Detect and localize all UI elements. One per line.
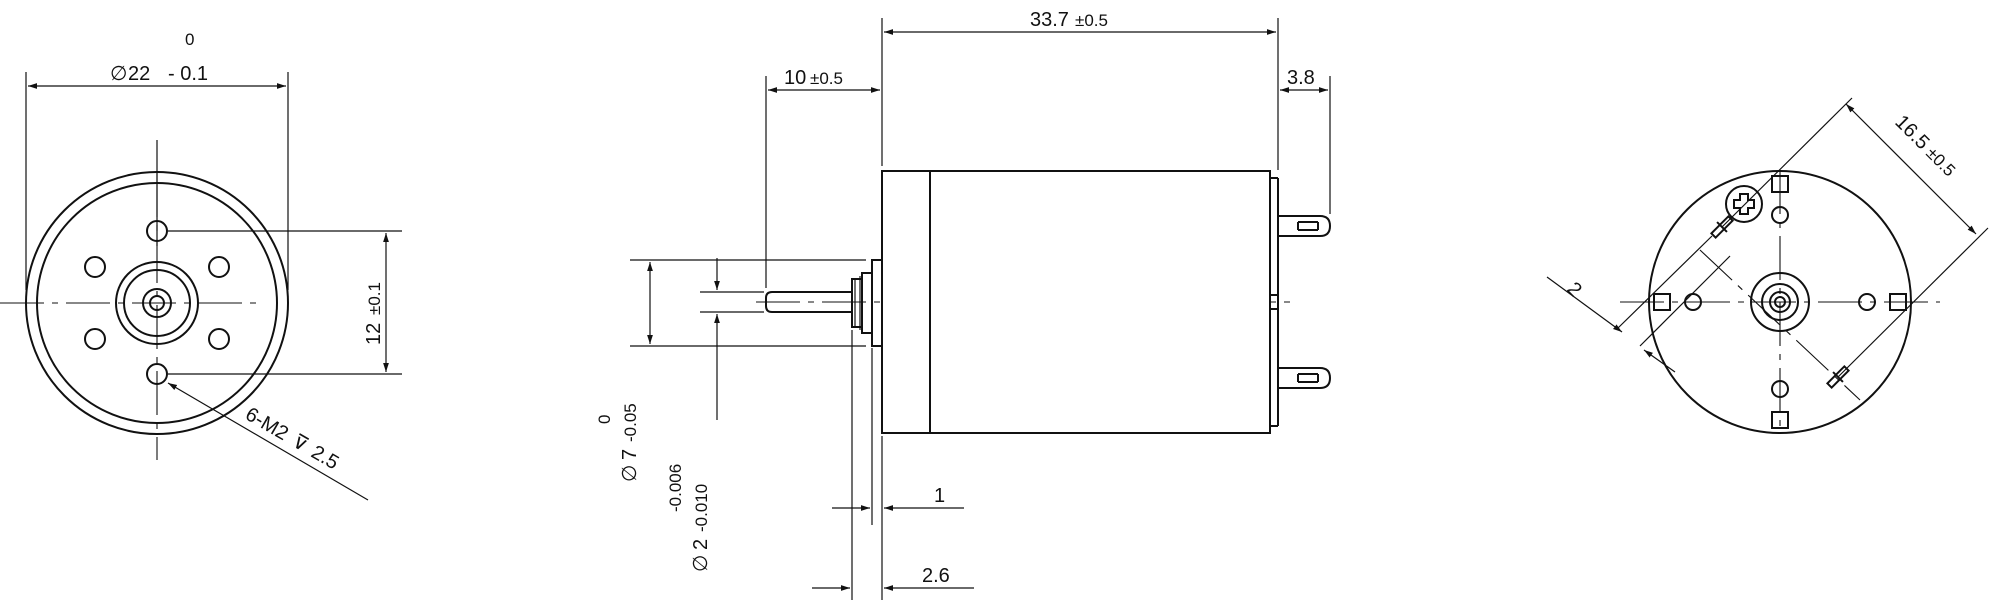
front-diameter-symbol: ∅ [110,63,127,85]
front-view: ∅ 22 0 - 0.1 12 ±0.1 6-M2 ⊽ 2.5 [0,30,402,501]
rear-tab-top [1771,175,1789,193]
boss-tol-lower: -0.05 [621,403,640,442]
side-view: 33.7 ±0.5 10 ±0.5 3.8 ∅ 7 -0.05 0 ∅ 2 -0… [595,9,1332,600]
rear-hole-left [1684,293,1702,311]
rear-tab-left [1653,293,1671,311]
terminal-width-value: 2 [1562,278,1585,301]
thread-callout-leader [167,382,369,501]
terminal-length-value: 3.8 [1287,67,1315,89]
terminal-bottom [1278,367,1332,389]
hole-spacing-tol: ±0.1 [365,282,384,315]
boss-tol-upper: 0 [595,415,614,424]
front-diameter-value: 22 [128,63,150,85]
shaft-length-tol: ±0.5 [810,69,843,88]
mounting-hole-lower-left [84,328,106,350]
front-diameter-tol-upper: 0 [185,30,194,49]
rear-body-circle [1648,170,1912,434]
terminal-top [1278,215,1332,237]
flange-thickness-value: 1 [934,485,945,507]
shaft-length-value: 10 [784,67,806,89]
body-length-value: 33.7 [1030,9,1069,31]
shaft-diameter-value: 2 [690,539,712,550]
mounting-hole-upper-left [84,256,106,278]
terminal-width-dimension-line [1546,276,1623,333]
terminal-spacing-dimension-line [1845,103,1977,235]
front-boss-circle [115,261,199,345]
rear-tab-right [1889,293,1907,311]
rear-hole-bottom [1771,380,1789,398]
mounting-hole-lower-right [208,328,230,350]
boss-diameter-symbol: ∅ [619,465,641,482]
screw-head-icon [1725,185,1763,223]
terminal-spacing-tol: ±0.5 [1922,144,1959,181]
boss-diameter-value: 7 [619,449,641,460]
motor-body [881,170,1271,434]
rear-bearing-boss [1750,272,1810,332]
shaft [765,291,852,313]
thread-callout-prefix: 6-M2 [242,403,292,445]
shaft-tol-lower: -0.010 [692,484,711,532]
front-diameter-tol-lower: - 0.1 [168,63,208,85]
front-shaft-circle [142,288,172,318]
rear-hole-right [1858,293,1876,311]
rear-view: 16.5 ±0.5 2 [1546,97,1989,434]
shaft-tol-upper: -0.006 [666,464,685,512]
rear-hole-top [1771,206,1789,224]
boss [861,272,873,334]
terminal-spacing-value: 16.5 [1890,111,1933,154]
boss-length-value: 2.6 [922,565,950,587]
rear-shaft-end [1769,291,1791,313]
thread-depth-symbol: ⊽ [288,430,312,456]
rear-tab-bottom [1771,411,1789,429]
shaft-diameter-symbol: ∅ [690,555,712,572]
front-boss-inner-circle [123,269,191,337]
rear-bearing-inner [1761,283,1799,321]
front-shaft-core-circle [149,295,165,311]
body-length-tol: ±0.5 [1075,11,1108,30]
mounting-hole-bottom [146,363,168,385]
flange [871,259,883,347]
hole-spacing-value: 12 [363,323,385,345]
mounting-hole-upper-right [208,256,230,278]
thread-depth-value: 2.5 [307,441,342,474]
